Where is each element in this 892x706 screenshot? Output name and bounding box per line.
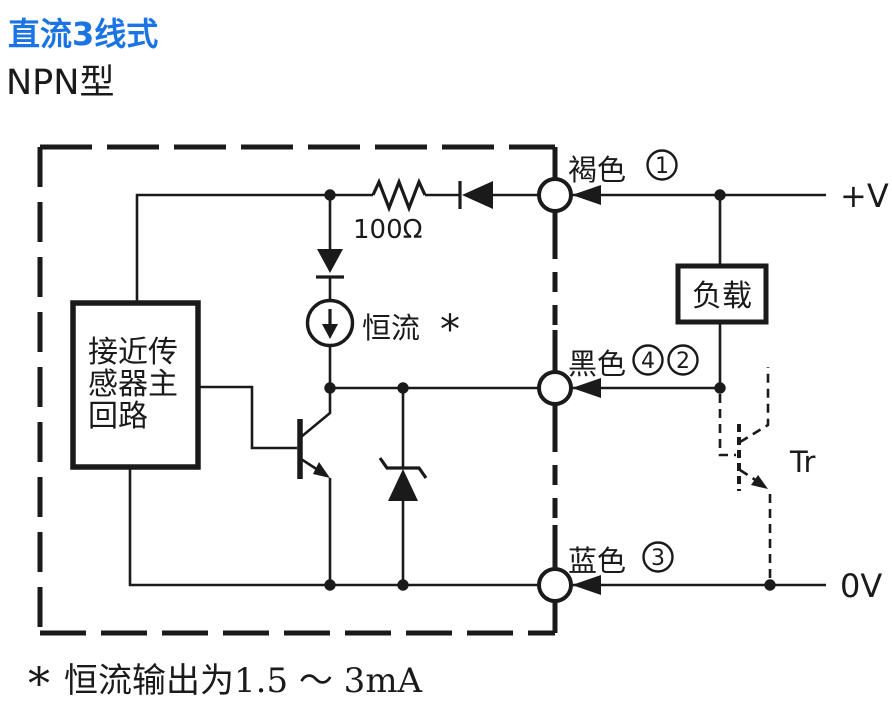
external-transistor-label: Tr <box>789 445 815 479</box>
pin-number-circle <box>667 344 699 376</box>
external-transistor-symbol: Tr <box>718 367 815 585</box>
terminal-black <box>537 370 573 406</box>
resistor-label: 100Ω <box>353 215 423 245</box>
output-wire <box>324 382 540 394</box>
constant-current-source-symbol <box>305 298 355 348</box>
sensor-box-text-line1: 接近传 <box>88 335 178 370</box>
load-branch: 负载 <box>675 195 769 394</box>
sensor-enclosure-dashed-box <box>37 144 558 636</box>
constant-current-label: 恒流 <box>362 311 420 345</box>
diode-symbol <box>458 181 493 209</box>
black-pin-number-a: 4 <box>641 349 655 374</box>
page-subtitle: NPN型 <box>6 63 114 103</box>
sensor-box-text-line3: 回路 <box>88 399 148 434</box>
terminal-blue <box>537 567 573 603</box>
footnote: * 恒流输出为1.5 ～ 3mA <box>28 659 423 706</box>
footnote-text: 恒流输出为1.5 ～ 3mA <box>64 661 423 701</box>
load-box <box>675 263 769 325</box>
resistor-symbol <box>371 177 427 213</box>
internal-ground-wire <box>128 467 540 591</box>
pin-number-circle <box>646 149 678 181</box>
constant-current-star: * <box>440 307 460 353</box>
plus-v-label: +V <box>840 177 889 215</box>
terminal-brown <box>537 177 573 213</box>
black-pin-number-b: 2 <box>676 349 690 374</box>
constant-current-branch: 恒流 * <box>305 195 460 388</box>
black-wire-output: 黑色 4 2 <box>568 344 720 398</box>
brown-terminal-label: 褐色 <box>568 153 626 187</box>
footnote-star: * <box>28 659 50 706</box>
junction-dot <box>764 579 776 591</box>
arrowhead-left-icon <box>572 575 601 595</box>
junction-dot <box>324 382 336 394</box>
zero-v-label: 0V <box>840 567 882 605</box>
internal-supply-wire: 100Ω <box>135 177 540 303</box>
pin-number-circle <box>632 344 664 376</box>
blue-wire-zero-v: 蓝色 3 0V <box>568 541 882 605</box>
blue-pin-number: 3 <box>651 546 665 571</box>
arrowhead-left-icon <box>572 185 601 205</box>
blue-terminal-label: 蓝色 <box>568 544 626 578</box>
diode-down-symbol <box>316 249 344 279</box>
black-terminal-label: 黑色 <box>568 347 626 381</box>
brown-pin-number: 1 <box>655 154 669 179</box>
page-title: 直流3线式 <box>8 15 158 53</box>
junction-dot <box>397 579 409 591</box>
load-label: 负载 <box>692 279 752 314</box>
sensor-box-text-line2: 感器主 <box>88 367 178 402</box>
junction-dot <box>324 579 336 591</box>
brown-wire-plus-v: 褐色 1 +V <box>568 149 889 215</box>
arrowhead-left-icon <box>572 378 601 398</box>
pin-number-circle <box>642 541 674 573</box>
npn-transistor-symbol <box>198 385 332 585</box>
zener-diode-symbol <box>378 388 428 585</box>
sensor-main-circuit-box: 接近传 感器主 回路 <box>70 300 201 470</box>
